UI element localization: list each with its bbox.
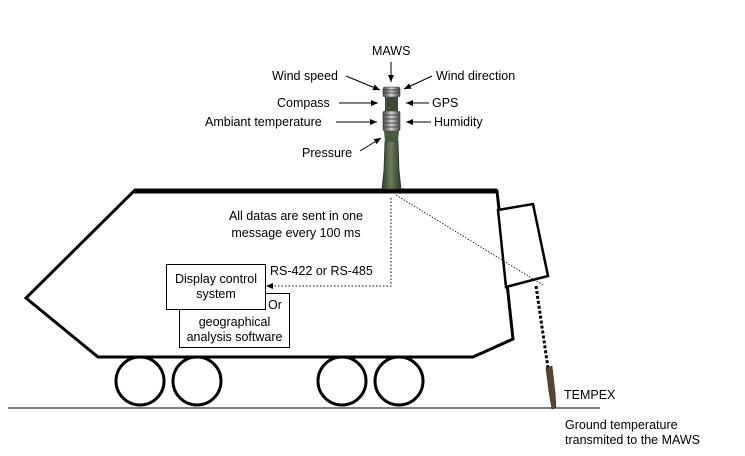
arrow-wind-direction <box>403 75 433 90</box>
wheel <box>373 355 425 407</box>
ground-note: Ground temperature transmited to the MAW… <box>565 418 700 448</box>
message-note: All datas are sent in one message every … <box>206 209 386 241</box>
rs-link <box>266 198 392 289</box>
arrow-wind-speed <box>345 75 381 91</box>
wheel <box>114 355 166 407</box>
display-control-box <box>166 264 266 310</box>
ambiant-temperature-label: Ambiant temperature <box>205 115 322 129</box>
message-note-line: All datas are sent in one <box>228 209 364 223</box>
wind-speed-label: Wind speed <box>272 69 339 83</box>
display-control-line: system <box>196 287 236 301</box>
link-label: RS-422 or RS-485 <box>270 264 373 278</box>
software-line: geographical <box>198 315 271 329</box>
wheels <box>114 355 425 407</box>
probe-cable <box>534 285 550 369</box>
message-note-line: message every 100 ms <box>231 226 361 240</box>
compass-label: Compass <box>277 96 330 110</box>
ground-note-line: transmited to the MAWS <box>565 433 700 447</box>
pressure-label: Pressure <box>302 146 353 160</box>
or-label: Or <box>268 298 282 312</box>
wind-direction-label: Wind direction <box>436 69 516 83</box>
maws-mast <box>381 86 402 190</box>
ground-note-line: Ground temperature <box>565 418 678 432</box>
wheel <box>316 355 368 407</box>
tempex-label: TEMPEX <box>564 388 616 402</box>
software-line: analysis software <box>186 330 283 344</box>
software-label: geographical analysis software <box>179 315 290 345</box>
display-control-label: Display control system <box>166 272 266 302</box>
humidity-label: Humidity <box>434 115 483 129</box>
sensor-arrows <box>336 62 433 152</box>
display-control-line: Display control <box>175 272 257 286</box>
arrow-pressure <box>359 137 382 152</box>
tempex-probe <box>545 365 557 410</box>
rear-panel <box>496 202 550 289</box>
maws-title: MAWS <box>372 44 411 58</box>
gps-label: GPS <box>432 96 459 110</box>
wheel <box>171 355 223 407</box>
